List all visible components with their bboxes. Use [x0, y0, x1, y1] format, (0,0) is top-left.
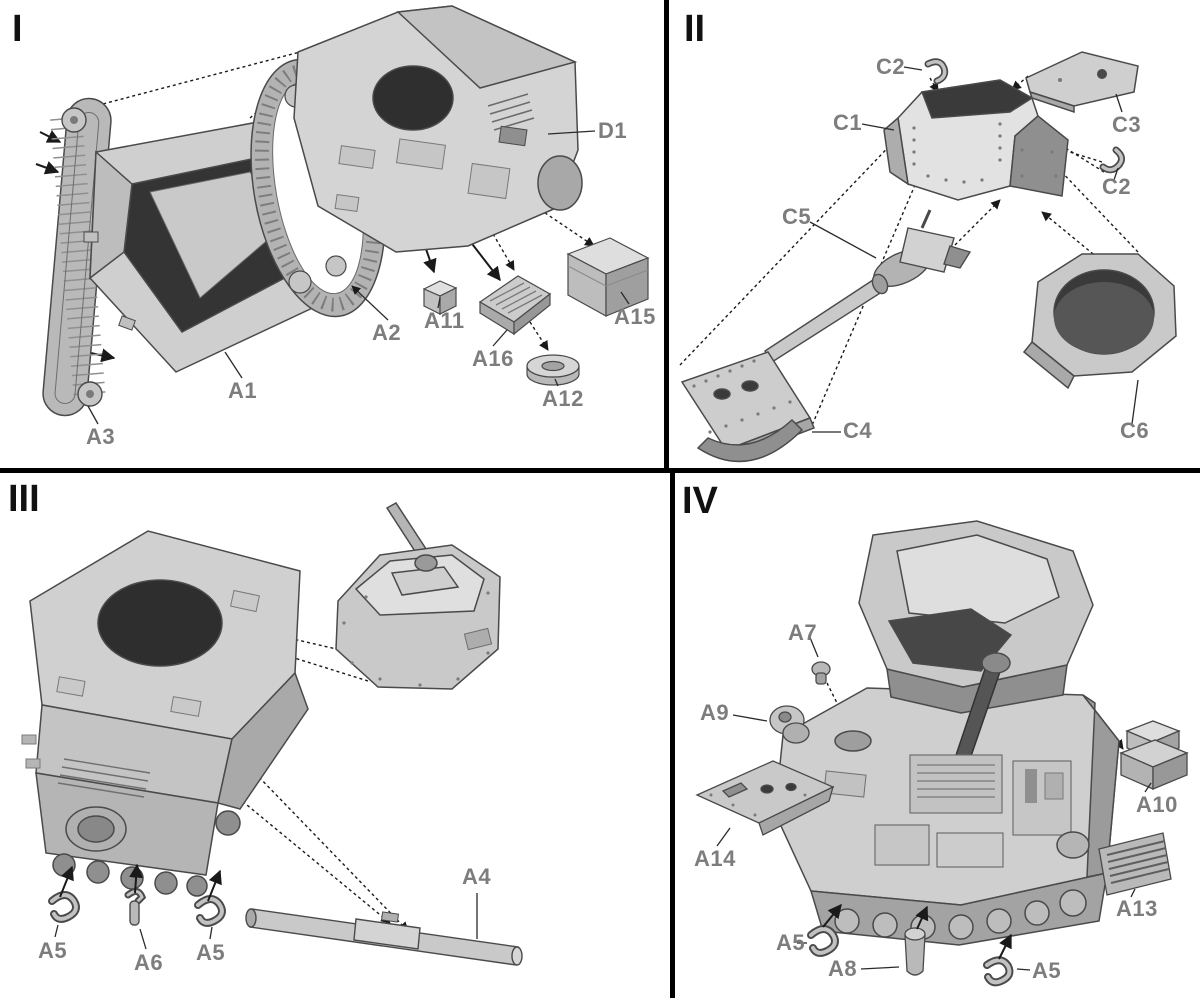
label-leader-lines — [54, 893, 478, 950]
part-a5-clamp-right — [194, 895, 226, 927]
part-c3-turret-roof — [1025, 51, 1139, 114]
part-c2-bracket-top — [924, 58, 949, 85]
part-label-a13: A13 — [1116, 896, 1158, 921]
part-c5-gun — [764, 209, 972, 363]
part-a10-box — [1119, 720, 1189, 790]
panel-3-drawing — [21, 502, 523, 966]
part-a12-cap — [526, 354, 580, 386]
part-a7-periscope — [811, 661, 831, 685]
step-numeral-3: III — [8, 478, 40, 520]
label-leader-lines — [87, 130, 630, 425]
part-label-a15: A15 — [614, 304, 656, 329]
label-leader-lines — [716, 634, 1152, 971]
part-label-a5-right: A5 — [196, 940, 226, 965]
panel-1-drawing — [35, 5, 650, 425]
part-c1-turret-shell — [883, 79, 1069, 201]
part-label-a16: A16 — [472, 346, 514, 371]
part-label-a9: A9 — [700, 700, 730, 725]
panel-4-drawing — [695, 520, 1189, 987]
divider-horizontal — [0, 468, 1200, 473]
part-c2-bracket-right — [1099, 146, 1125, 174]
part-label-c4: C4 — [843, 418, 873, 443]
part-a15-stowage-box — [566, 237, 650, 318]
divider-vertical-top — [664, 0, 669, 468]
part-label-a5-left: A5 — [776, 930, 806, 955]
panel-2-drawing — [679, 51, 1177, 463]
part-label-a12: A12 — [542, 386, 584, 411]
step-numeral-2: II — [684, 8, 706, 50]
part-label-a5-right: A5 — [1032, 958, 1062, 983]
part-a6-pin — [124, 888, 147, 926]
part-label-a7: A7 — [788, 620, 818, 645]
divider-vertical-bottom — [670, 473, 675, 998]
part-tank-assembly — [774, 520, 1120, 946]
part-label-a6: A6 — [134, 950, 164, 975]
part-a4-exhaust — [245, 908, 523, 966]
part-label-a10: A10 — [1136, 792, 1178, 817]
part-turret-assembly — [335, 502, 501, 690]
part-label-c2-right: C2 — [1102, 174, 1132, 199]
part-a16-grille-hatch — [478, 275, 552, 336]
part-label-c6: C6 — [1120, 418, 1150, 443]
part-label-c3: C3 — [1112, 112, 1142, 137]
part-label-a5-left: A5 — [38, 938, 68, 963]
part-c4-front-plate — [680, 351, 815, 463]
part-label-a4: A4 — [462, 864, 492, 889]
part-label-c5: C5 — [782, 204, 812, 229]
part-label-a3: A3 — [86, 424, 116, 449]
part-hull-assembly — [21, 530, 309, 897]
step-numeral-4: IV — [682, 480, 718, 522]
part-label-a11: A11 — [424, 308, 465, 333]
part-a3-track — [42, 97, 112, 417]
part-label-a14: A14 — [694, 846, 736, 871]
part-a9-knob — [769, 705, 810, 744]
step-numeral-1: I — [12, 8, 23, 50]
part-c6-turret-ring — [1022, 253, 1177, 390]
part-label-c1: C1 — [833, 110, 863, 135]
part-d1-upper-hull — [293, 5, 583, 253]
part-label-a2: A2 — [372, 320, 402, 345]
label-leader-lines — [809, 66, 1139, 433]
part-a5-clamp-left — [807, 925, 839, 957]
part-a5-clamp-right — [983, 956, 1014, 987]
part-a14-plate — [695, 760, 835, 836]
part-label-a1: A1 — [228, 378, 258, 403]
part-label-d1: D1 — [598, 118, 628, 143]
assembly-arrows — [822, 903, 1012, 960]
part-label-a8: A8 — [828, 956, 858, 981]
part-a5-clamp-left — [48, 891, 80, 923]
part-a11-box — [422, 280, 458, 315]
part-a13-grille — [1098, 832, 1172, 896]
assembly-arrows — [59, 863, 222, 902]
part-label-c2-top: C2 — [876, 54, 906, 79]
part-a8-cylinder — [904, 927, 926, 976]
